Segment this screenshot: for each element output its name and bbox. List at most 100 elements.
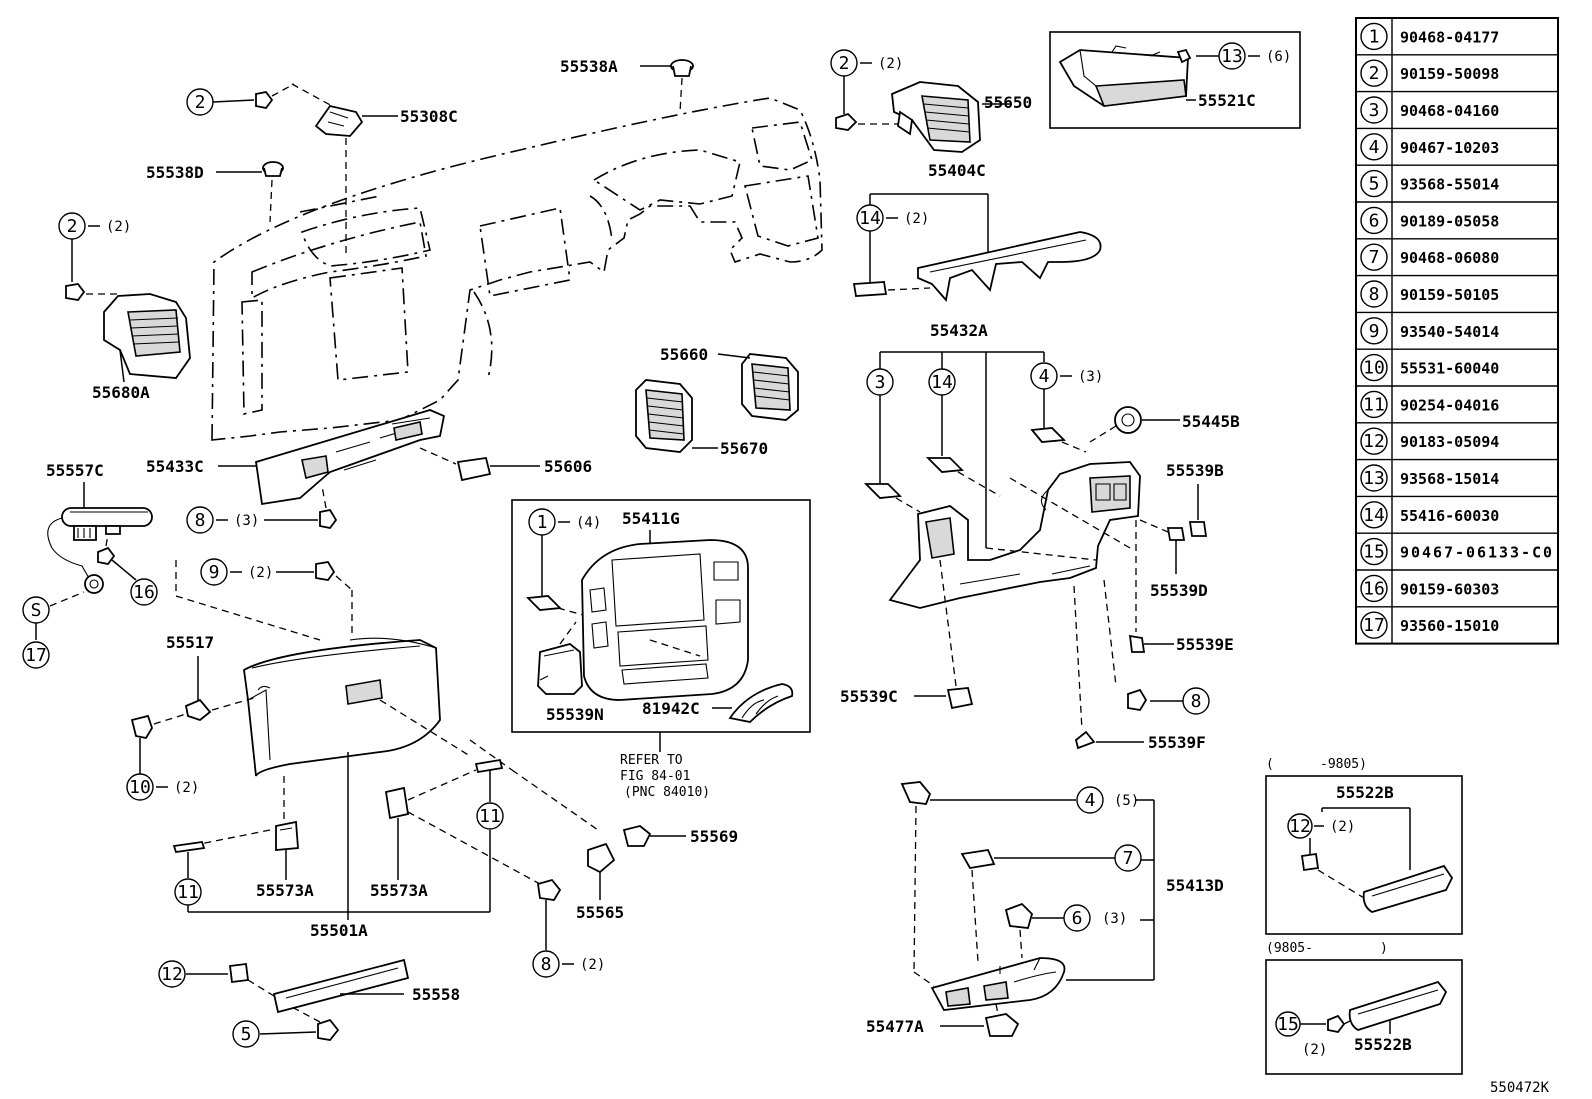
date-range-b-end: ) — [1380, 941, 1388, 956]
callout-8-right: 8 — [1103, 579, 1210, 715]
table-callout-number: 17 — [1363, 615, 1385, 636]
svg-text:1: 1 — [537, 512, 548, 533]
callout-6: 6 (3) — [1004, 902, 1127, 959]
svg-text:2: 2 — [839, 53, 850, 74]
part-55660-vent — [717, 353, 799, 421]
callout-2-top-center: 2 (2) — [830, 49, 903, 131]
label-55573A-right: 55573A — [370, 881, 428, 900]
table-callout-number: 10 — [1363, 358, 1385, 379]
callout-13: 13 (6) — [1196, 42, 1291, 70]
table-callout-number: 4 — [1369, 137, 1380, 158]
label-55670: 55670 — [720, 439, 768, 458]
label-55517: 55517 — [166, 633, 214, 652]
table-callout-number: 7 — [1369, 247, 1380, 268]
svg-text:8: 8 — [1191, 691, 1202, 712]
callout-8-bottom: 8 (2) — [532, 878, 605, 978]
callout-7: 7 — [960, 844, 1142, 963]
svg-text:10: 10 — [129, 777, 151, 798]
label-55445B: 55445B — [1182, 412, 1240, 431]
label-55413D: 55413D — [1166, 876, 1224, 895]
svg-text:14: 14 — [931, 372, 953, 393]
callout-14-top: 14 (2) — [852, 204, 931, 297]
table-callout-circle — [1360, 574, 1388, 603]
callout-5: 5 — [232, 1005, 340, 1048]
label-55432A: 55432A — [930, 321, 988, 340]
instrument-panel-drawing — [211, 97, 823, 441]
label-55522B-early: 55522B — [1336, 783, 1394, 802]
part-55539F-clip — [1073, 585, 1144, 750]
table-callout-circle — [1360, 133, 1388, 161]
part-55432A-lower-panel — [888, 461, 1141, 609]
table-callout-circle — [1360, 280, 1388, 308]
part-55539N-cover — [537, 621, 583, 695]
svg-text:11: 11 — [177, 882, 199, 903]
part-55606-clip — [456, 456, 540, 482]
table-callout-circle — [1360, 464, 1388, 492]
label-55569: 55569 — [690, 827, 738, 846]
table-part-number: 90467-06133-C0 — [1400, 544, 1552, 562]
inset-box-55522B-late — [1265, 959, 1463, 1075]
callout-2-left-vent: 2 (2) — [58, 212, 131, 301]
callout-10: 10 (2) — [126, 738, 199, 801]
label-55538D: 55538D — [146, 163, 204, 182]
inset-box-55522B-early — [1265, 775, 1463, 935]
svg-text:(3): (3) — [234, 513, 259, 529]
table-callout-circle — [1360, 96, 1388, 124]
part-55501A-glove-box — [175, 560, 599, 831]
inset-box-55411G — [511, 499, 811, 733]
part-55538D-plug — [216, 161, 284, 223]
callout-1: 1 (4) — [526, 508, 601, 619]
table-callout-number: 5 — [1369, 174, 1380, 195]
callout-12-inset: 12 (2) — [1287, 813, 1365, 899]
reference-line-1: REFER TO — [620, 753, 683, 768]
part-55558-cover — [272, 958, 410, 1014]
part-55477A-knob — [940, 1003, 1020, 1037]
label-55501A: 55501A — [310, 921, 368, 940]
table-part-number: 90159-50098 — [1400, 65, 1499, 83]
table-callout-circle — [1360, 22, 1388, 51]
label-55522B-late: 55522B — [1354, 1035, 1412, 1054]
svg-text:7: 7 — [1123, 848, 1134, 869]
svg-text:2: 2 — [195, 92, 206, 113]
table-part-number: 55416-60030 — [1400, 507, 1499, 525]
callout-2-top-left: 2 — [186, 83, 295, 116]
label-55539E: 55539E — [1176, 635, 1234, 654]
table-callout-circle — [1360, 501, 1388, 529]
callout-12-bottom: 12 — [158, 960, 275, 997]
leader-55432A — [879, 351, 1045, 548]
part-55573A-left-latch — [172, 776, 299, 880]
label-55433C: 55433C — [146, 457, 204, 476]
table-callout-circle — [1360, 390, 1388, 419]
label-55539B: 55539B — [1166, 461, 1224, 480]
table-callout-circle — [1360, 611, 1388, 639]
table-part-number: 55531-60040 — [1400, 360, 1499, 378]
svg-text:(2): (2) — [248, 565, 273, 581]
label-55680A: 55680A — [92, 383, 150, 402]
label-81942C: 81942C — [642, 699, 700, 718]
svg-text:(6): (6) — [1266, 49, 1291, 65]
part-55565-pad — [587, 842, 616, 900]
table-part-number: 90183-05094 — [1400, 433, 1499, 451]
label-55539C: 55539C — [840, 687, 898, 706]
svg-text:(4): (4) — [576, 515, 601, 531]
table-callout-number: 14 — [1363, 505, 1385, 526]
callout-4-lower: 4 (5) — [900, 781, 1139, 987]
parts-table-row: 14 55416-60030 — [1360, 501, 1499, 529]
svg-text:(5): (5) — [1114, 793, 1139, 809]
callout-S: S — [22, 591, 85, 640]
label-55650: 55650 — [984, 93, 1032, 112]
svg-text:14: 14 — [859, 208, 881, 229]
label-55557C: 55557C — [46, 461, 104, 480]
table-part-number: 90468-04177 — [1400, 28, 1499, 46]
svg-text:8: 8 — [195, 510, 206, 531]
label-55521C: 55521C — [1198, 91, 1256, 110]
part-55413D-switch-panel — [930, 957, 1066, 1011]
table-callout-number: 9 — [1369, 321, 1380, 342]
label-55308C: 55308C — [400, 107, 458, 126]
